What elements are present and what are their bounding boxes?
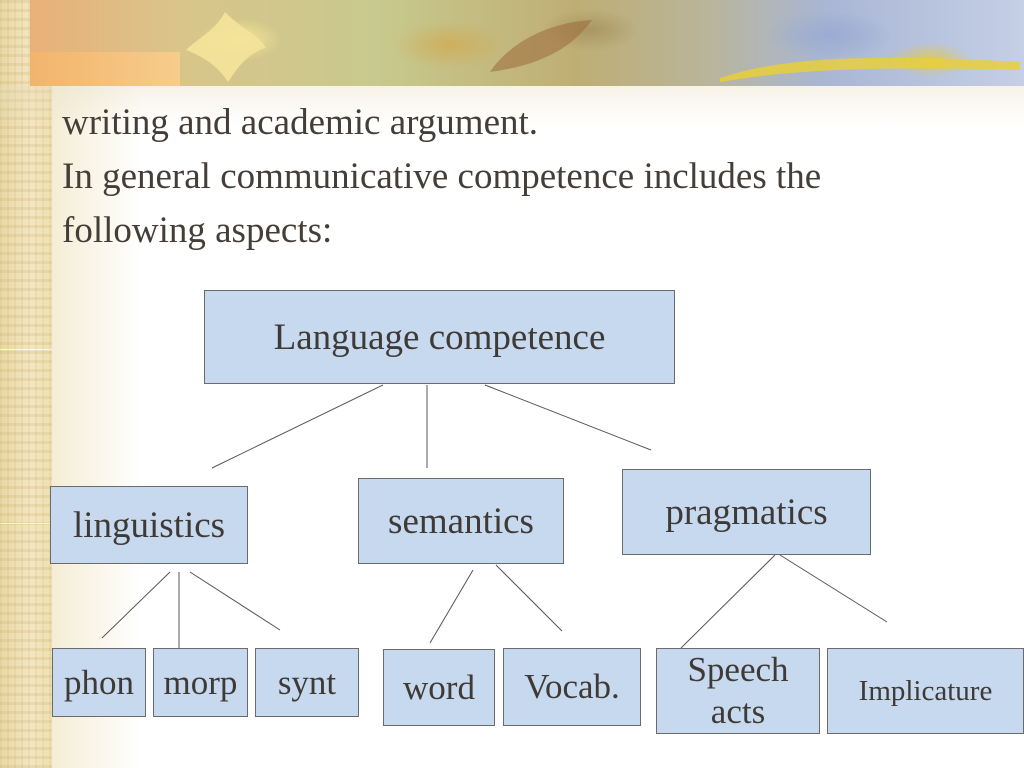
golden-grass-icon [720, 57, 1020, 82]
node-label: morp [163, 662, 238, 702]
node-speech-acts: Speech acts [656, 648, 820, 734]
node-label: pragmatics [665, 491, 828, 533]
strip-divider [0, 349, 52, 350]
node-vocab: Vocab. [503, 648, 641, 726]
node-label: word [403, 667, 475, 707]
banner-orange-block [30, 52, 180, 86]
node-label: synt [277, 662, 337, 702]
node-implicature: Implicature [827, 648, 1024, 734]
connector-line [211, 384, 384, 469]
node-label: phon [64, 662, 134, 702]
node-phon: phon [52, 648, 146, 717]
left-fade [52, 0, 142, 768]
intro-text: writing and academic argument. In genera… [62, 96, 1012, 258]
node-word: word [383, 649, 495, 726]
connector-line [101, 571, 171, 639]
intro-line: following aspects: [62, 210, 333, 251]
node-label: Implicature [858, 674, 993, 707]
banner-fade [0, 86, 1024, 126]
node-label: semantics [388, 500, 534, 542]
node-morp: morp [153, 648, 248, 717]
node-label: Language competence [273, 316, 606, 358]
left-parchment-strip [0, 0, 52, 768]
intro-line: In general communicative competence incl… [62, 156, 822, 197]
connector-line [484, 384, 652, 451]
node-label: linguistics [72, 504, 226, 546]
connector-line [495, 564, 563, 632]
leaf-icon [186, 12, 266, 82]
node-pragmatics: pragmatics [622, 469, 871, 555]
connector-line [680, 554, 776, 649]
connector-line [189, 571, 281, 631]
connector-line [779, 554, 888, 623]
node-label: Vocab. [524, 667, 620, 706]
node-linguistics: linguistics [50, 486, 248, 564]
intro-line: writing and academic argument. [62, 102, 539, 143]
connector-line [429, 569, 474, 644]
node-label: Speech acts [687, 650, 789, 731]
strip-divider [0, 523, 52, 524]
node-semantics: semantics [358, 478, 564, 564]
node-synt: synt [255, 648, 359, 717]
node-language-competence: Language competence [204, 290, 675, 384]
leaf-icon [490, 20, 592, 72]
